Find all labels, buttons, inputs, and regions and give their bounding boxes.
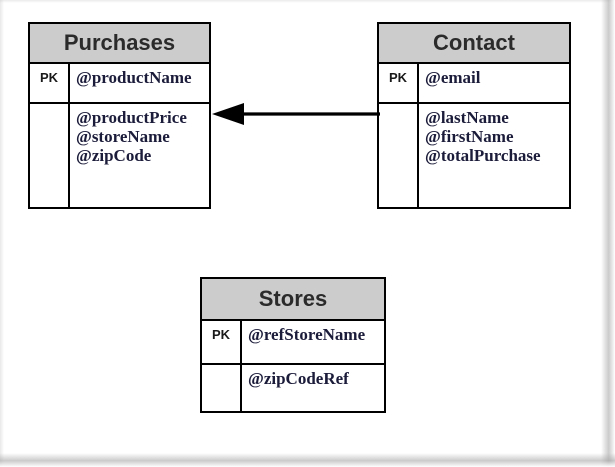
entity-stores[interactable]: Stores PK @refStoreName @zipCodeRef	[200, 277, 386, 413]
entity-purchases-pk-attribute: @productName	[76, 68, 192, 87]
relationship-arrow-contact-to-purchases	[212, 103, 380, 125]
entity-contact-attributes-key-spacer	[379, 104, 419, 207]
canvas-edge-top	[0, 0, 615, 3]
entity-contact-attribute-2: @totalPurchase	[425, 146, 541, 165]
entity-contact-attributes: @lastName @firstName @totalPurchase	[419, 104, 569, 207]
entity-stores-pk-label: PK	[202, 321, 242, 363]
entity-contact-pk-row: PK @email	[379, 64, 569, 104]
canvas-edge-right	[601, 0, 615, 467]
entity-purchases-attributes-row: @productPrice @storeName @zipCode	[30, 104, 209, 207]
entity-stores-attributes-row: @zipCodeRef	[202, 365, 384, 411]
entity-contact-pk-attribute: @email	[425, 68, 481, 87]
entity-stores-title: Stores	[202, 279, 384, 321]
entity-stores-pk-row: PK @refStoreName	[202, 321, 384, 365]
entity-contact-attribute-1: @firstName	[425, 127, 514, 146]
entity-purchases-attributes-key-spacer	[30, 104, 70, 207]
entity-purchases-pk-row: PK @productName	[30, 64, 209, 104]
entity-stores-attributes-key-spacer	[202, 365, 242, 411]
entity-contact-title: Contact	[379, 24, 569, 64]
canvas-edge-left	[0, 0, 4, 467]
entity-contact[interactable]: Contact PK @email @lastName @firstName @…	[377, 22, 571, 209]
entity-contact-attributes-row: @lastName @firstName @totalPurchase	[379, 104, 569, 207]
entity-stores-pk-attribute: @refStoreName	[248, 325, 366, 344]
entity-purchases-attribute-2: @zipCode	[76, 146, 152, 165]
entity-contact-pk-label: PK	[379, 64, 419, 102]
canvas-edge-bottom	[0, 453, 615, 467]
entity-purchases-pk-label: PK	[30, 64, 70, 102]
entity-purchases[interactable]: Purchases PK @productName @productPrice …	[28, 22, 211, 209]
entity-purchases-attribute-1: @storeName	[76, 127, 170, 146]
arrowhead-icon	[212, 103, 244, 125]
entity-stores-attribute-0: @zipCodeRef	[248, 369, 349, 388]
entity-contact-attribute-0: @lastName	[425, 108, 509, 127]
entity-purchases-attribute-0: @productPrice	[76, 108, 187, 127]
entity-purchases-title: Purchases	[30, 24, 209, 64]
entity-stores-attributes: @zipCodeRef	[242, 365, 384, 411]
entity-purchases-attributes: @productPrice @storeName @zipCode	[70, 104, 209, 207]
